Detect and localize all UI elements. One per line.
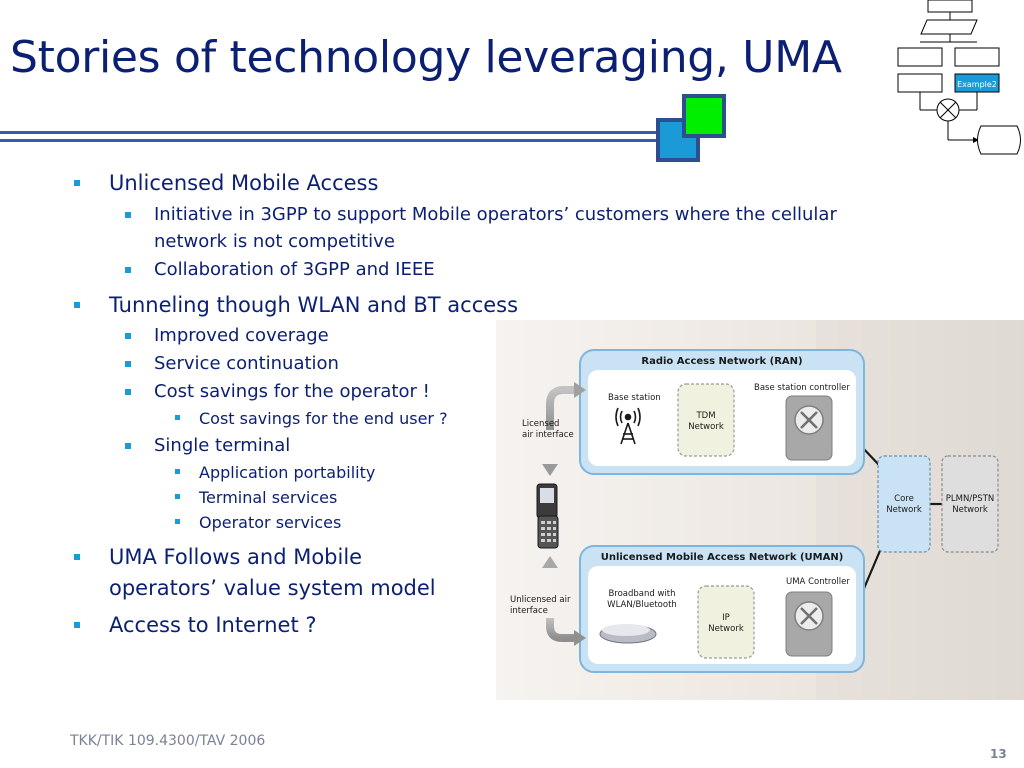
uma-controller-label: UMA Controller [786, 577, 850, 587]
header-rule [0, 131, 660, 134]
bullet-marker [175, 415, 180, 420]
bullet-item: Service continuation [125, 353, 339, 374]
bsc-label: Base station controller [754, 383, 850, 393]
bullet-marker [125, 443, 131, 449]
mobile-phone-icon [536, 483, 559, 549]
bullet-marker [74, 180, 80, 186]
ip-network-box [697, 585, 755, 659]
bullet-item: UMA Follows and Mobile [74, 545, 362, 569]
licensed-arrow-head-right [574, 382, 586, 398]
bullet-item-continuation: network is not competitive [154, 231, 395, 252]
ran-title: Radio Access Network (RAN) [641, 356, 802, 367]
bullet-item: Terminal services [175, 488, 337, 507]
base-station-label: Base station [608, 393, 661, 403]
footer-course-code: TKK/TIK 109.4300/TAV 2006 [70, 733, 266, 749]
bullet-marker [125, 212, 131, 218]
bullet-marker [74, 622, 80, 628]
core-network-box [877, 455, 931, 553]
unlicensed-arrow-right [546, 618, 576, 642]
licensed-arrow-up [546, 386, 576, 430]
green-square-decoration [682, 94, 726, 138]
bullet-marker [74, 302, 80, 308]
bullet-item: Tunneling though WLAN and BT access [74, 293, 518, 317]
header-rule [0, 139, 660, 142]
bullet-marker [125, 389, 131, 395]
bullet-item: Collaboration of 3GPP and IEEE [125, 259, 435, 280]
slide-title: Stories of technology leveraging, UMA [10, 32, 842, 83]
bullet-marker [125, 361, 131, 367]
bullet-item: Initiative in 3GPP to support Mobile ope… [125, 204, 837, 225]
bullet-item: Improved coverage [125, 325, 329, 346]
bullet-marker [175, 494, 180, 499]
uma-architecture-diagram: Radio Access Network (RAN) Base station … [496, 320, 1024, 700]
plmn-pstn-network-box [941, 455, 999, 553]
uma-controller-icon [794, 601, 824, 631]
licensed-arrow-head-down [542, 464, 558, 476]
unlicensed-arrow-head-right [574, 630, 586, 646]
bullet-marker [175, 469, 180, 474]
flowchart-label: Example2 [957, 80, 997, 89]
bullet-item: Unlicensed Mobile Access [74, 171, 378, 195]
antenna-tower-icon [615, 407, 641, 445]
bullet-item: Cost savings for the end user ? [175, 409, 448, 428]
uman-title: Unlicensed Mobile Access Network (UMAN) [601, 552, 844, 563]
unlicensed-arrow-head-up [542, 556, 558, 568]
bullet-marker [125, 333, 131, 339]
bullet-item: Access to Internet ? [74, 613, 317, 637]
bullet-marker [125, 267, 131, 273]
flowchart-decoration: Example2 [897, 0, 1021, 155]
bullet-item: Application portability [175, 463, 375, 482]
bullet-item-continuation: operators’ value system model [109, 576, 436, 600]
page-number: 13 [990, 747, 1007, 761]
bullet-item: Cost savings for the operator ! [125, 381, 430, 402]
bullet-item: Operator services [175, 513, 341, 532]
bsc-controller-icon [794, 405, 824, 435]
tdm-network-box [677, 383, 735, 457]
bullet-marker [175, 519, 180, 524]
wireless-router-icon [599, 624, 657, 644]
bullet-item: Single terminal [125, 435, 290, 456]
bullet-marker [74, 554, 80, 560]
